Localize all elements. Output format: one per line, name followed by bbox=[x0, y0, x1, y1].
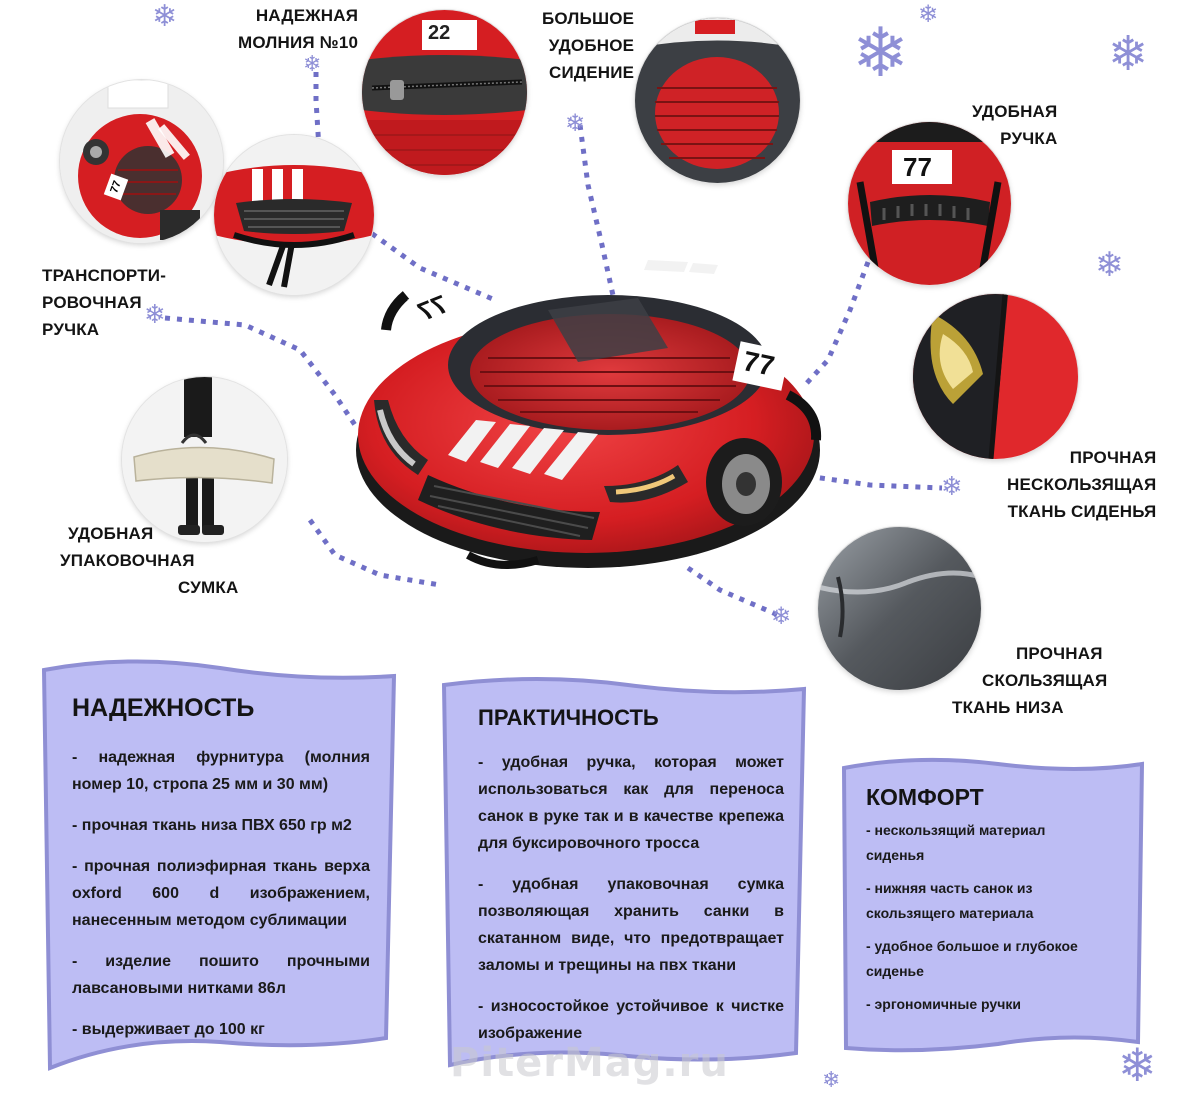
list-item: - выдерживает до 100 кг bbox=[72, 1021, 265, 1038]
snowflake-icon: ❄ bbox=[918, 0, 939, 28]
callout-zipper: НАДЕЖНАЯ МОЛНИЯ №10 bbox=[238, 6, 359, 52]
snowflake-icon: ❄ bbox=[565, 109, 586, 137]
panel-practicality-title: ПРАКТИЧНОСТЬ bbox=[478, 705, 659, 730]
snowflake-icon: ❄ bbox=[152, 0, 178, 34]
snowflake-icon: ❄ bbox=[1095, 245, 1124, 285]
callout-handle: УДОБНАЯ РУЧКА bbox=[972, 102, 1058, 148]
snowflake-icon: ❄ bbox=[822, 1068, 841, 1093]
callout-bottom-fabric: ПРОЧНАЯ СКОЛЬЗЯЩАЯ ТКАНЬ НИЗА bbox=[952, 644, 1108, 717]
zipper-photo-number: 22 bbox=[428, 22, 451, 44]
photo-seat-fabric bbox=[913, 294, 1078, 459]
list-item: - надежная фурнитура (молния номер 10, с… bbox=[72, 749, 370, 793]
panel-reliability-list: - надежная фурнитура (молния номер 10, с… bbox=[72, 744, 370, 1043]
list-item: - прочная полиэфирная ткань верха oxford… bbox=[72, 858, 370, 929]
photo-zipper: 22 bbox=[362, 10, 527, 175]
callout-seat-fabric: ПРОЧНАЯ НЕСКОЛЬЗЯЩАЯ ТКАНЬ СИДЕНЬЯ bbox=[1007, 448, 1157, 521]
callout-bag: УДОБНАЯ УПАКОВОЧНАЯ СУМКА bbox=[60, 524, 239, 597]
handle-photo-number: 77 bbox=[903, 152, 932, 182]
snowflake-icon: ❄ bbox=[941, 472, 963, 502]
leader-bottom bbox=[686, 565, 779, 618]
snow-tube-image: 77 77 bbox=[348, 250, 828, 590]
photo-seat bbox=[635, 18, 800, 183]
photo-bag bbox=[122, 377, 287, 542]
leader-bag bbox=[307, 518, 441, 588]
panel-practicality-list: - удобная ручка, которая может использов… bbox=[478, 749, 784, 1047]
list-item: - нижняя часть санок из скользящего мате… bbox=[866, 880, 1034, 921]
snowflake-icon: ❄ bbox=[1118, 1038, 1157, 1092]
photo-bottom-fabric bbox=[818, 527, 981, 690]
callout-seat: БОЛЬШОЕ УДОБНОЕ СИДЕНИЕ bbox=[542, 9, 635, 82]
callout-transport-handle: ТРАНСПОРТИ- РОВОЧНАЯ РУЧКА bbox=[42, 266, 167, 339]
panel-comfort-title: КОМФОРТ bbox=[866, 784, 984, 810]
list-item: - изделие пошито прочными лавсановыми ни… bbox=[72, 953, 370, 997]
list-item: - удобная ручка, которая может использов… bbox=[478, 754, 784, 852]
watermark: PiterMag.ru bbox=[450, 1040, 729, 1086]
tube-number-right: 77 bbox=[740, 345, 778, 382]
list-item: - эргономичные ручки bbox=[866, 996, 1021, 1012]
leader-zipper bbox=[313, 72, 496, 303]
list-item: - удобная упаковочная сумка позволяющая … bbox=[478, 876, 784, 974]
snowflake-icon: ❄ bbox=[771, 602, 792, 630]
photo-transport-handle: 77 bbox=[60, 80, 223, 243]
photo-front-grill bbox=[214, 135, 374, 295]
panel-practicality: ПРАКТИЧНОСТЬ - удобная ручка, которая мо… bbox=[438, 675, 810, 1073]
snowflake-icon: ❄ bbox=[144, 300, 166, 330]
list-item: - износостойкое устойчивое к чистке изоб… bbox=[478, 998, 784, 1042]
snowflake-icon: ❄ bbox=[1108, 26, 1149, 82]
snowflake-icon: ❄ bbox=[303, 52, 322, 77]
panel-comfort-list: - нескользящий материал сиденья - нижняя… bbox=[866, 818, 1106, 1017]
leader-seat bbox=[577, 124, 617, 361]
list-item: - нескользящий материал сиденья bbox=[866, 822, 1046, 863]
list-item: - прочная ткань низа ПВХ 650 гр м2 bbox=[72, 817, 352, 834]
leader-handle bbox=[803, 261, 871, 387]
panel-reliability-title: НАДЕЖНОСТЬ bbox=[72, 694, 255, 722]
list-item: - удобное большое и глубокое сиденье bbox=[866, 938, 1078, 979]
panel-comfort: КОМФОРТ - нескользящий материал сиденья … bbox=[838, 754, 1148, 1054]
panel-reliability: НАДЕЖНОСТЬ - надежная фурнитура (молния … bbox=[40, 652, 398, 1072]
photo-handle: 77 bbox=[848, 122, 1011, 285]
snowflake-icon: ❄ bbox=[852, 14, 909, 93]
